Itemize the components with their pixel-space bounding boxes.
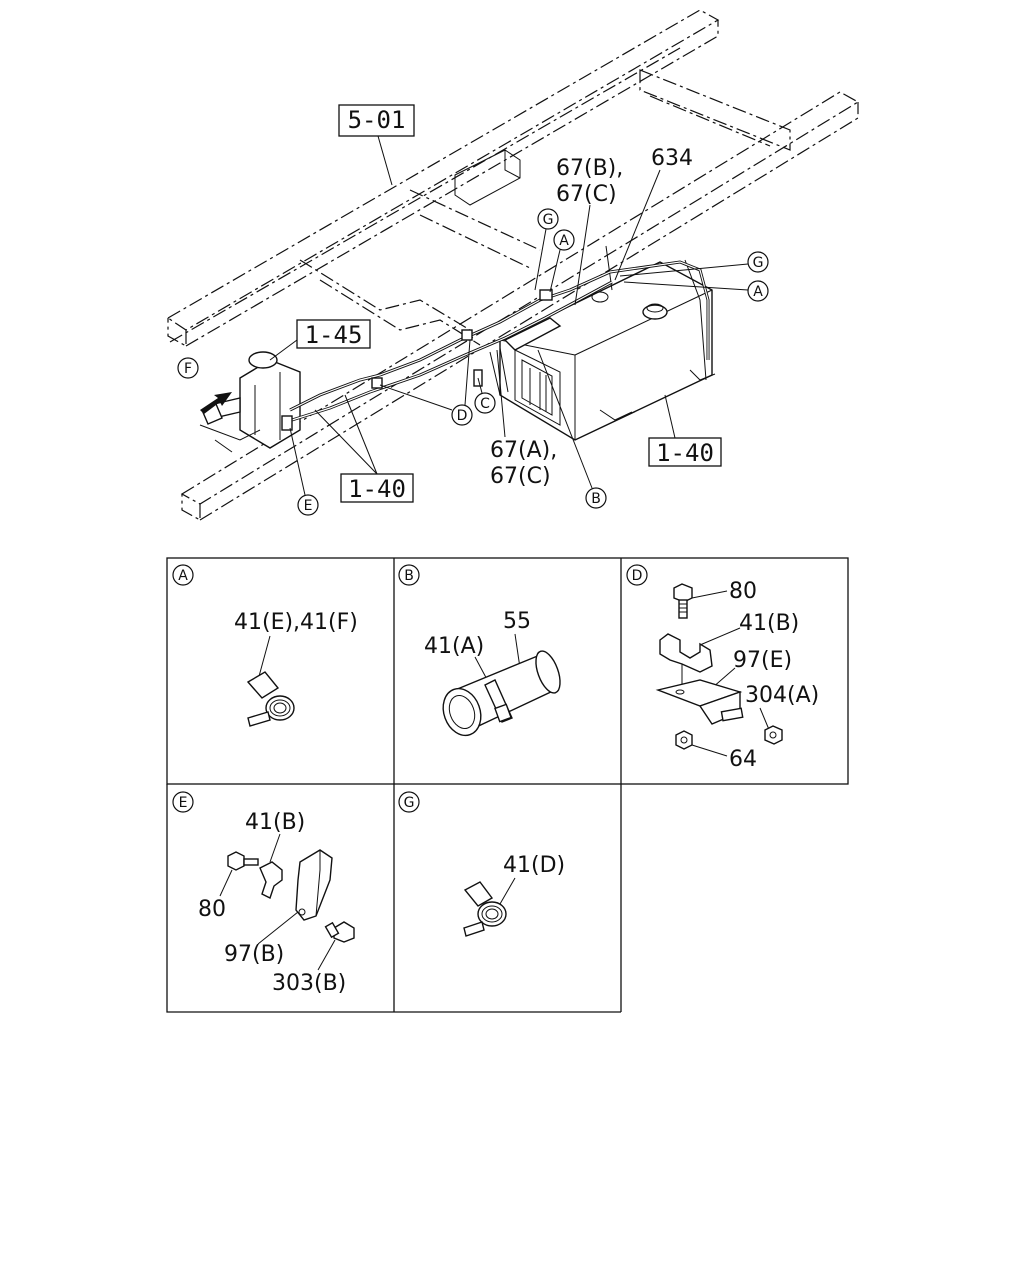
svg-text:D: D — [457, 408, 468, 424]
marker-c: C — [474, 377, 496, 414]
ref-tank-label: 1-40 — [656, 439, 714, 467]
detail-g-label-41d: 41(D) — [503, 853, 565, 878]
detail-b-letter: B — [404, 568, 414, 584]
clamp-icon — [246, 671, 295, 727]
callout-634: 634 — [651, 146, 693, 171]
marker-g-top: G — [534, 208, 559, 291]
callout-67c-top: 67(C) — [556, 182, 617, 207]
ref-box-frame: 5-01 — [338, 104, 415, 186]
svg-text:F: F — [184, 361, 192, 377]
hose-icon — [442, 650, 561, 737]
detail-panel-d: D 80 41(B) 97(E) 304(A) 64 — [626, 564, 819, 772]
e-bolt-icon — [227, 851, 259, 871]
detail-a-letter: A — [178, 568, 188, 584]
g-clamp-icon — [463, 881, 507, 937]
svg-text:A: A — [753, 284, 763, 300]
bolt-icon — [673, 583, 693, 619]
ref-lines-label: 1-40 — [348, 475, 406, 503]
detail-grid — [166, 557, 849, 1013]
detail-e-label-97b: 97(B) — [224, 942, 284, 967]
ref-filter-label: 1-45 — [305, 321, 363, 349]
detail-d-label-64: 64 — [729, 747, 757, 772]
detail-panel-e: E 41(B) 80 97(B) 303(B) — [172, 791, 355, 996]
svg-text:B: B — [591, 491, 601, 507]
detail-panel-a: A 41(E),41(F) — [172, 564, 358, 727]
detail-d-label-80: 80 — [729, 579, 757, 604]
marker-f: F — [177, 357, 199, 379]
detail-g-letter: G — [404, 795, 415, 811]
ref-frame-label: 5-01 — [348, 106, 406, 134]
fuel-tank — [499, 245, 716, 441]
main-illustration — [166, 9, 860, 522]
detail-e-label-41b: 41(B) — [245, 810, 305, 835]
detail-b-label-1: 41(A) — [424, 634, 484, 659]
frame-rail-right — [180, 91, 860, 522]
e-bolt2-icon — [324, 921, 355, 943]
detail-panel-g: G 41(D) — [398, 791, 565, 937]
marker-g-right: G — [619, 251, 769, 277]
ref-box-filter: 1-45 — [269, 319, 371, 361]
detail-panel-b: B 41(A) 55 — [398, 564, 561, 737]
svg-text:G: G — [543, 212, 554, 228]
detail-e-letter: E — [179, 795, 188, 811]
nut-icon — [675, 725, 783, 750]
arrow-icon — [200, 392, 232, 414]
detail-b-label-2: 55 — [503, 609, 531, 634]
svg-text:E: E — [304, 498, 313, 514]
e-clip-icon — [259, 861, 283, 899]
detail-e-label-80: 80 — [198, 897, 226, 922]
detail-d-label-97e: 97(E) — [733, 648, 792, 673]
marker-a-right: A — [623, 280, 769, 302]
bracket-icon — [655, 679, 744, 725]
callout-67c-bottom: 67(C) — [490, 464, 551, 489]
svg-text:C: C — [480, 396, 490, 412]
detail-d-label-41b: 41(B) — [739, 611, 799, 636]
marker-a-top: A — [549, 229, 575, 293]
marker-e: E — [289, 427, 319, 516]
frame-rail-left — [166, 9, 720, 348]
ref-box-lines: 1-40 — [314, 394, 414, 503]
detail-d-label-304a: 304(A) — [745, 683, 819, 708]
svg-text:A: A — [559, 233, 569, 249]
detail-a-label-1: 41(E),41(F) — [234, 610, 358, 635]
e-bracket-icon — [295, 849, 333, 921]
marker-d: D — [379, 339, 473, 426]
svg-text:G: G — [753, 255, 764, 271]
cross-members — [299, 69, 791, 346]
callout-67a: 67(A), — [490, 438, 557, 463]
ref-box-tank: 1-40 — [648, 394, 722, 467]
callout-67b: 67(B), — [556, 156, 623, 181]
marker-b: B — [537, 349, 607, 509]
detail-e-label-303b: 303(B) — [272, 971, 346, 996]
detail-d-letter: D — [632, 568, 643, 584]
